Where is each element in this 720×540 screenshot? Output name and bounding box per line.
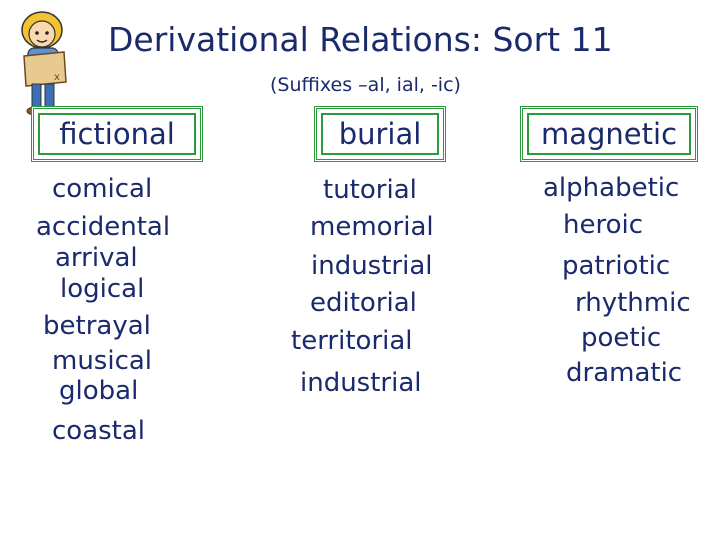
word-ial-6: industrial: [300, 368, 422, 398]
page-subtitle: (Suffixes –al, ial, -ic): [270, 74, 461, 96]
word-al-1: comical: [52, 174, 153, 204]
word-al-3: arrival: [55, 243, 138, 273]
word-ic-4: rhythmic: [575, 288, 691, 318]
word-al-6: musical: [52, 346, 153, 376]
word-ic-3: patriotic: [562, 251, 671, 281]
word-al-8: coastal: [52, 416, 146, 446]
cartoon-kid-with-map-icon: x: [14, 8, 76, 118]
word-ial-3: industrial: [311, 251, 433, 281]
word-al-5: betrayal: [43, 311, 151, 341]
word-ic-2: heroic: [563, 210, 644, 240]
header-label-al: fictional: [59, 117, 175, 151]
header-label-ic: magnetic: [540, 117, 678, 151]
word-ial-2: memorial: [310, 212, 434, 242]
word-ial-1: tutorial: [323, 175, 417, 205]
word-ial-5: territorial: [291, 326, 413, 356]
word-ial-4: editorial: [310, 288, 417, 318]
header-box-ic: magnetic: [520, 106, 698, 162]
header-box-ial: burial: [314, 106, 446, 162]
svg-text:x: x: [54, 72, 60, 83]
word-al-4: logical: [60, 274, 145, 304]
word-ic-6: dramatic: [566, 358, 683, 388]
header-label-ial: burial: [338, 117, 422, 151]
word-al-2: accidental: [36, 212, 171, 242]
word-ic-5: poetic: [581, 323, 662, 353]
header-box-al: fictional: [31, 106, 203, 162]
word-al-7: global: [59, 376, 139, 406]
page-title: Derivational Relations: Sort 11: [108, 20, 613, 59]
word-ic-1: alphabetic: [543, 173, 680, 203]
